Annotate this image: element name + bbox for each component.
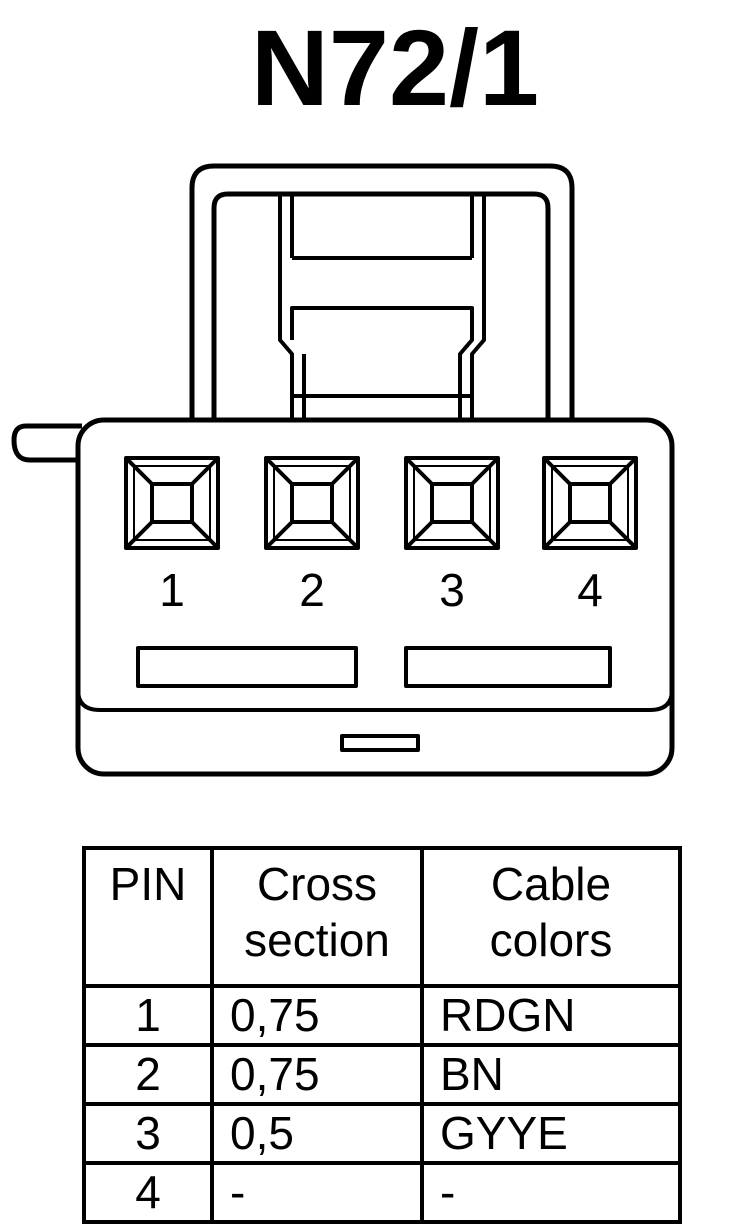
table-row: 4 - - [82,1161,682,1224]
cell-cross-section: - [210,1161,424,1224]
cell-cable-color: GYYE [420,1102,682,1165]
connector-title: N72/1 [250,7,540,128]
table-row: 1 0,75 RDGN [82,984,682,1047]
header-cable-colors: Cable colors [420,846,682,988]
latch-bracket [189,163,575,420]
cell-cable-color: RDGN [420,984,682,1047]
cell-cross-section: 0,75 [210,984,424,1047]
cell-pin: 1 [82,984,214,1047]
cell-pin: 2 [82,1043,214,1106]
locking-tongue [278,196,486,418]
header-cross-section: Cross section [210,846,424,988]
cell-cross-section: 0,5 [210,1102,424,1165]
table-header-row: PIN Cross section Cable colors [82,846,682,988]
pin-number-3: 3 [439,564,465,616]
pin-number-2: 2 [299,564,325,616]
side-tab [11,423,82,463]
pin-assignment-table: PIN Cross section Cable colors 1 0,75 RD… [82,846,682,1224]
cell-cross-section: 0,75 [210,1043,424,1106]
header-pin: PIN [82,846,214,988]
cell-cable-color: BN [420,1043,682,1106]
pin-cavities [124,456,638,550]
cell-pin: 3 [82,1102,214,1165]
pin-cavity-4 [542,456,638,550]
pin-cavity-3 [404,456,500,550]
pin-number-4: 4 [577,564,603,616]
cell-cable-color: - [420,1161,682,1224]
table-row: 3 0,5 GYYE [82,1102,682,1165]
pin-cavity-2 [264,456,360,550]
pin-number-1: 1 [159,564,185,616]
cell-pin: 4 [82,1161,214,1224]
keying-slot-right [404,646,612,688]
pin-cavity-1 [124,456,220,550]
connector-drawing: 1 2 3 4 [11,163,675,777]
keying-slot-left [136,646,358,688]
keying-slots [136,646,612,688]
table-row: 2 0,75 BN [82,1043,682,1106]
